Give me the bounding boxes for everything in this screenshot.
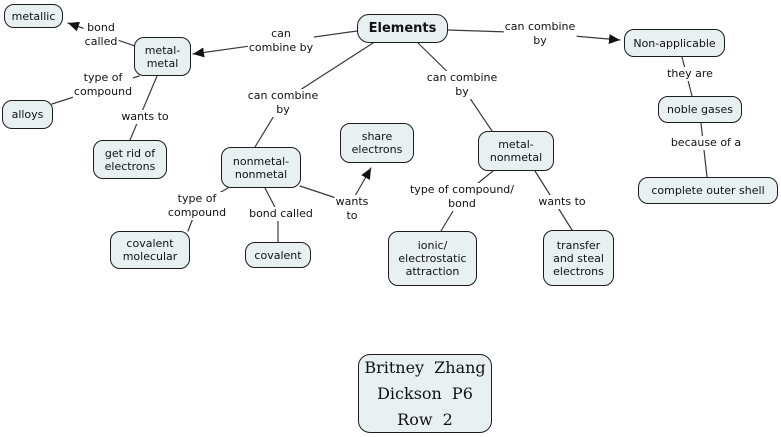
- edge-label-type-of-compound-1[interactable]: type of compound: [72, 71, 134, 99]
- edge-label-type-of-compound-2[interactable]: type of compound: [166, 192, 228, 220]
- node-nonmetal-nonmetal[interactable]: nonmetal- nonmetal: [221, 147, 301, 188]
- edge-label-bond-called-2[interactable]: bond called: [248, 207, 314, 221]
- edge-label-can-combine-by-4[interactable]: can combine by: [503, 20, 577, 48]
- edge-label-type-of-compound-bond[interactable]: type of compound/ bond: [408, 183, 516, 211]
- node-metal-metal[interactable]: metal- metal: [134, 37, 191, 76]
- edge-label-because-of-a[interactable]: because of a: [669, 136, 743, 150]
- node-metal-nonmetal[interactable]: metal- nonmetal: [478, 131, 554, 171]
- node-get-rid-of-electrons[interactable]: get rid of electrons: [93, 140, 167, 179]
- edge-label-can-combine-by-1[interactable]: can combine by: [247, 27, 315, 55]
- edge-noble-gases-complete-outer-shell: [700, 122, 708, 178]
- edge-metal-metal-get-rid: [129, 75, 158, 141]
- node-transfer-and-steal-electrons[interactable]: transfer and steal electrons: [543, 230, 614, 286]
- node-share-electrons[interactable]: share electrons: [340, 123, 414, 163]
- edge-label-can-combine-by-2[interactable]: can combine by: [246, 89, 320, 117]
- edge-label-wants-to-3[interactable]: wants to: [537, 195, 587, 209]
- node-complete-outer-shell[interactable]: complete outer shell: [638, 177, 778, 204]
- node-elements[interactable]: Elements: [357, 14, 448, 43]
- edge-label-wants-to-1[interactable]: wants to: [120, 110, 170, 124]
- edge-label-they-are[interactable]: they are: [666, 67, 714, 81]
- node-alloys[interactable]: alloys: [2, 100, 53, 129]
- node-ionic-electrostatic-attraction[interactable]: ionic/ electrostatic attraction: [388, 231, 477, 286]
- node-covalent[interactable]: covalent: [245, 242, 311, 268]
- node-author-box[interactable]: Britney Zhang Dickson P6 Row 2: [358, 354, 492, 433]
- edge-label-can-combine-by-3[interactable]: can combine by: [425, 71, 499, 99]
- node-metallic[interactable]: metallic: [4, 4, 63, 28]
- edge-label-bond-called-1[interactable]: bond called: [83, 21, 119, 49]
- node-covalent-molecular[interactable]: covalent molecular: [110, 231, 190, 269]
- node-non-applicable[interactable]: Non-applicable: [624, 29, 725, 57]
- node-noble-gases[interactable]: noble gases: [658, 96, 742, 123]
- edge-label-wants-to-2[interactable]: wants to: [334, 195, 370, 223]
